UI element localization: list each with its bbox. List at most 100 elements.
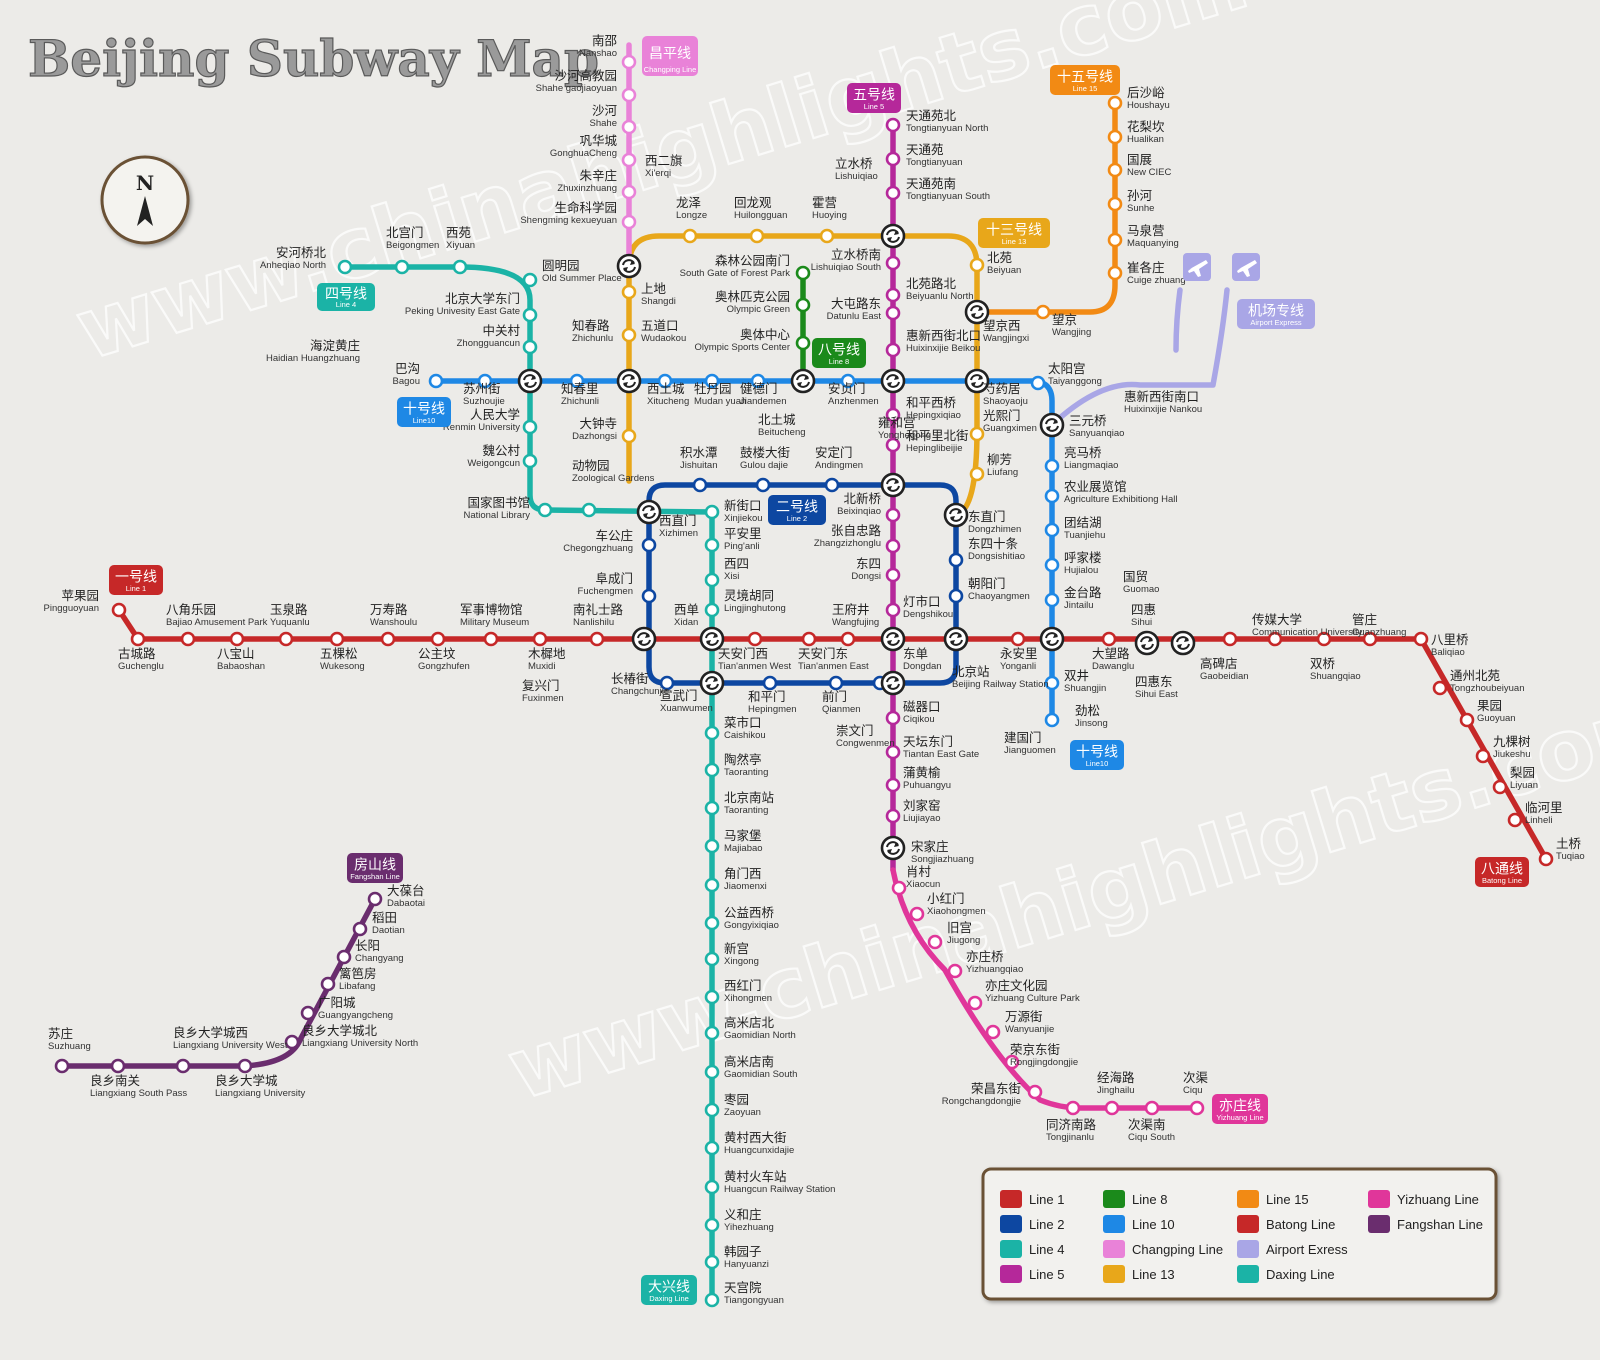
station-marker[interactable]	[885, 255, 901, 271]
station-marker[interactable]	[641, 537, 657, 553]
station-marker[interactable]	[749, 228, 765, 244]
station-marker[interactable]	[1107, 129, 1123, 145]
transfer-station-icon[interactable]	[880, 670, 906, 696]
station-marker[interactable]	[1027, 1084, 1043, 1100]
station-marker[interactable]	[320, 976, 336, 992]
station-marker[interactable]	[1035, 304, 1051, 320]
station-marker[interactable]	[704, 1025, 720, 1041]
station-marker[interactable]	[1004, 1054, 1020, 1070]
station-marker[interactable]	[704, 762, 720, 778]
station-marker[interactable]	[704, 951, 720, 967]
transfer-station-icon[interactable]	[790, 368, 816, 394]
station-marker[interactable]	[110, 1058, 126, 1074]
station-marker[interactable]	[1189, 1100, 1205, 1116]
transfer-station-icon[interactable]	[699, 626, 725, 652]
station-marker[interactable]	[352, 921, 368, 937]
station-marker[interactable]	[1044, 557, 1060, 573]
station-marker[interactable]	[1044, 675, 1060, 691]
transfer-station-icon[interactable]	[517, 368, 543, 394]
station-marker[interactable]	[704, 572, 720, 588]
station-marker[interactable]	[1267, 631, 1283, 647]
station-marker[interactable]	[948, 588, 964, 604]
station-marker[interactable]	[704, 800, 720, 816]
station-marker[interactable]	[621, 214, 637, 230]
station-marker[interactable]	[621, 327, 637, 343]
station-marker[interactable]	[1316, 631, 1332, 647]
station-marker[interactable]	[885, 117, 901, 133]
station-marker[interactable]	[229, 631, 245, 647]
station-marker[interactable]	[621, 87, 637, 103]
station-marker[interactable]	[927, 934, 943, 950]
transfer-station-icon[interactable]	[943, 502, 969, 528]
station-marker[interactable]	[885, 185, 901, 201]
station-marker[interactable]	[704, 838, 720, 854]
transfer-station-icon[interactable]	[964, 299, 990, 325]
station-marker[interactable]	[1044, 458, 1060, 474]
station-marker[interactable]	[747, 631, 763, 647]
station-marker[interactable]	[1044, 592, 1060, 608]
station-marker[interactable]	[969, 426, 985, 442]
station-marker[interactable]	[840, 373, 856, 389]
station-marker[interactable]	[532, 631, 548, 647]
station-marker[interactable]	[704, 1179, 720, 1195]
station-marker[interactable]	[704, 373, 720, 389]
station-marker[interactable]	[692, 477, 708, 493]
station-marker[interactable]	[824, 477, 840, 493]
station-marker[interactable]	[1432, 680, 1448, 696]
station-marker[interactable]	[704, 504, 720, 520]
station-marker[interactable]	[180, 631, 196, 647]
